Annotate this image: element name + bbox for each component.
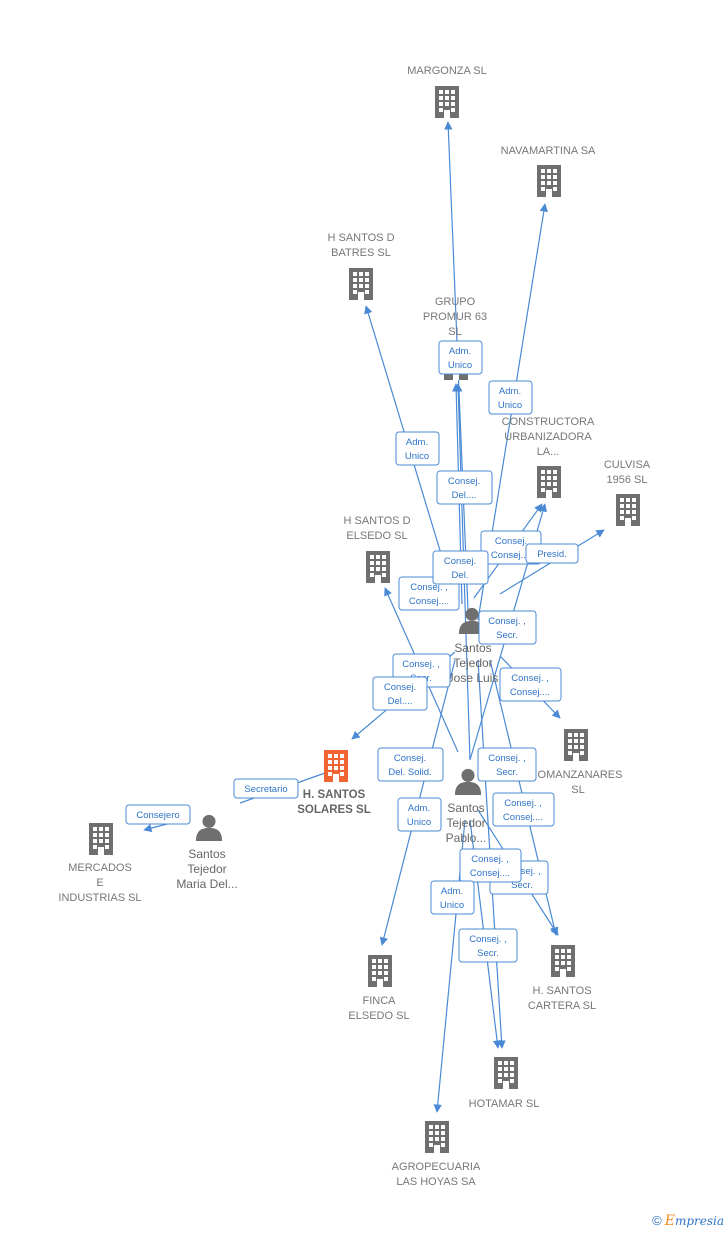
svg-text:Consej.Del.: Consej.Del. — [444, 556, 476, 581]
company-label: HOTAMAR SL — [469, 1098, 540, 1110]
svg-text:Consej. ,Secr.: Consej. ,Secr. — [488, 616, 526, 641]
relation-label[interactable]: Secretario — [233, 778, 299, 799]
building-icon — [89, 823, 113, 855]
svg-text:Consej. ,Secr.: Consej. ,Secr. — [488, 753, 526, 778]
company-label: NAVAMARTINA SA — [501, 145, 596, 157]
svg-text:Adm.Unico: Adm.Unico — [405, 437, 429, 462]
person-icon — [454, 768, 482, 795]
brand-logo: Empresia — [664, 1213, 724, 1229]
svg-text:Consejero: Consejero — [136, 810, 179, 821]
building-icon — [494, 1057, 518, 1089]
svg-text:Consej. ,Consej....: Consej. ,Consej.... — [503, 798, 543, 823]
svg-text:Adm.Unico: Adm.Unico — [498, 386, 522, 411]
relation-label[interactable]: Consej.Del. Solid. — [377, 747, 444, 782]
relation-label[interactable]: Consej. ,Consej.... — [499, 667, 562, 702]
svg-text:Presid.: Presid. — [537, 549, 567, 560]
relation-label[interactable]: Adm.Unico — [395, 431, 440, 466]
relation-label[interactable]: Adm.Unico — [438, 340, 483, 375]
relation-label[interactable]: Consej. ,Consej.... — [492, 792, 555, 827]
relation-label[interactable]: Consej.Del.... — [372, 676, 428, 711]
relation-label[interactable]: Consej. ,Consej.... — [459, 848, 522, 883]
building-icon — [537, 165, 561, 197]
svg-text:Adm.Unico: Adm.Unico — [448, 346, 472, 371]
relation-label[interactable]: Consej. ,Secr. — [477, 747, 537, 782]
company-label: MARGONZA SL — [407, 65, 486, 77]
building-icon — [366, 551, 390, 583]
svg-text:Consej. ,Secr.: Consej. ,Secr. — [503, 866, 541, 891]
svg-text:Consej. ,Consej....: Consej. ,Consej.... — [470, 854, 510, 879]
relation-labels: Adm.Unico Adm.Unico Adm.Unico Consej.Del… — [125, 340, 579, 963]
relation-label[interactable]: Consej. ,Consej.... — [398, 576, 460, 611]
relation-label[interactable]: Consej.Del.... — [436, 470, 493, 505]
building-icon — [435, 86, 459, 118]
svg-text:Consej.Del....: Consej.Del.... — [384, 682, 416, 707]
building-icon — [564, 729, 588, 761]
building-icon — [616, 494, 640, 526]
building-icon — [324, 750, 348, 782]
copyright-icon: © — [652, 1213, 662, 1228]
company-node-hotamar[interactable]: HOTAMAR SL — [469, 1057, 540, 1110]
relation-label[interactable]: Consej.Del. — [432, 550, 489, 585]
relation-label[interactable]: Presid. — [525, 543, 579, 564]
building-icon — [551, 945, 575, 977]
relation-label[interactable]: Adm.Unico — [430, 880, 475, 915]
building-icon — [425, 1121, 449, 1153]
company-node-margonza[interactable]: MARGONZA SL — [407, 65, 487, 118]
company-node-navamartina[interactable]: NAVAMARTINA SA — [501, 145, 596, 197]
relation-label[interactable]: Consej. ,Secr. — [458, 928, 518, 963]
relation-label[interactable]: Consejero — [125, 804, 191, 825]
building-icon — [349, 268, 373, 300]
svg-text:Adm.Unico: Adm.Unico — [407, 803, 431, 828]
svg-text:Consej. ,Consej....: Consej. ,Consej.... — [510, 673, 550, 698]
building-icon — [368, 955, 392, 987]
relation-label[interactable]: Adm.Unico — [397, 797, 442, 832]
svg-text:Consej.Del. Solid.: Consej.Del. Solid. — [388, 753, 431, 778]
svg-text:Consej. ,Secr.: Consej. ,Secr. — [469, 934, 507, 959]
svg-text:Consej.Del....: Consej.Del.... — [448, 476, 480, 501]
svg-text:Consej.Consej....: Consej.Consej.... — [491, 536, 531, 561]
building-icon — [537, 466, 561, 498]
svg-text:Consej. ,Consej....: Consej. ,Consej.... — [409, 582, 449, 607]
svg-text:Adm.Unico: Adm.Unico — [440, 886, 464, 911]
relation-label[interactable]: Adm.Unico — [488, 380, 533, 415]
svg-text:Secretario: Secretario — [244, 784, 287, 795]
relation-label[interactable]: Consej. ,Secr. — [478, 610, 537, 645]
person-icon — [195, 814, 223, 841]
footer-brand: ©Empresia — [652, 1213, 724, 1229]
